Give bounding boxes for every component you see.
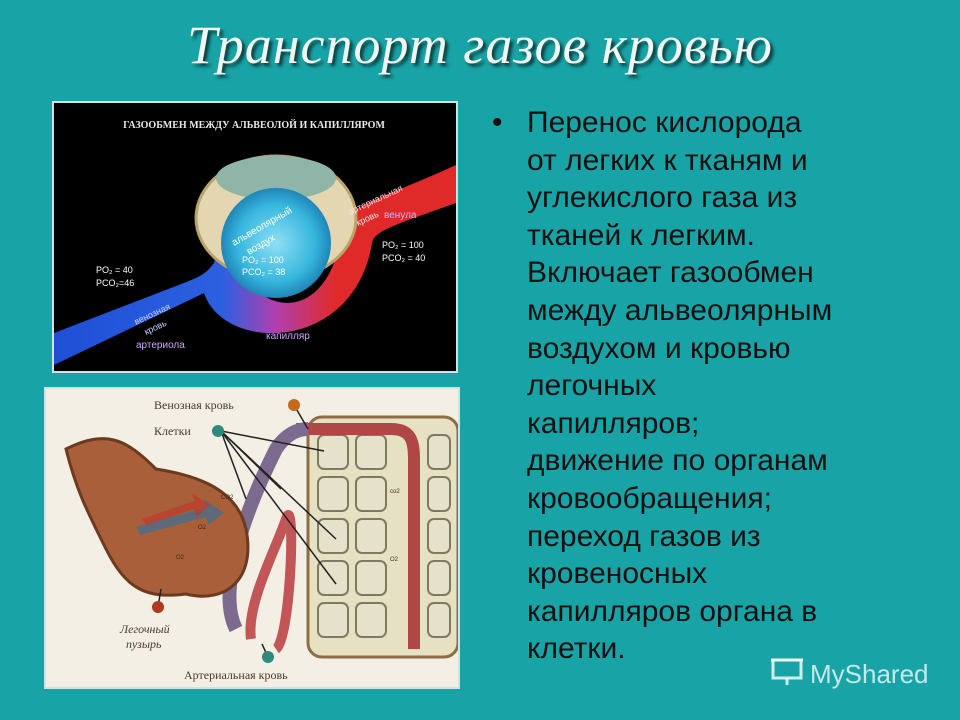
body-line: углекислого газа из — [527, 179, 832, 217]
figure-top-heading: ГАЗООБМЕН МЕЖДУ АЛЬВЕОЛОЙ И КАПИЛЛЯРОМ — [123, 119, 385, 131]
body-line: от легких к тканям и — [527, 142, 832, 180]
body-line: кровообращения; — [527, 480, 832, 518]
body-line: воздухом и кровью — [527, 330, 832, 368]
body-line: Перенос кислорода — [527, 104, 832, 142]
tissue-cells — [318, 435, 450, 637]
arterial-blood-caption: Артериальная кровь — [184, 668, 288, 682]
body-text: Перенос кислорода от легких к тканям и у… — [527, 104, 832, 668]
capillary-label: капилляр — [266, 331, 310, 342]
watermark[interactable]: MyShared — [770, 654, 929, 694]
body-line: тканей к легким. — [527, 217, 832, 255]
alveolus-capillary-figure: ГАЗООБМЕН МЕЖДУ АЛЬВЕОЛОЙ И КАПИЛЛЯРОМ а… — [52, 101, 458, 373]
slide-title: Транспорт газов кровью — [0, 14, 960, 76]
left-pco2: PCO₂=46 — [96, 278, 134, 288]
venous-pointer-dot — [288, 399, 300, 411]
center-po2: PO₂ = 100 — [242, 255, 284, 265]
right-po2: PO₂ = 100 — [382, 240, 424, 250]
cells-pointer-dot — [212, 425, 224, 437]
left-po2: PO₂ = 40 — [96, 265, 133, 275]
o2-label-c: O2 — [390, 557, 399, 563]
lung-vesicle-caption-2: пузырь — [126, 637, 162, 651]
body-line: капилляров органа в — [527, 593, 832, 631]
venule-label: венула — [384, 210, 417, 221]
body-line: между альвеолярным — [527, 292, 832, 330]
body-line: капилляров; — [527, 405, 832, 443]
center-pco2: PCO₂ = 38 — [242, 267, 285, 277]
presentation-icon — [770, 656, 804, 693]
right-pco2: PCO₂ = 40 — [382, 253, 425, 263]
co2-label-b: CO2 — [221, 495, 234, 501]
venous-blood-caption: Венозная кровь — [154, 398, 234, 412]
body-line: Включает газообмен — [527, 254, 832, 292]
lung-vesicle-caption: Легочный — [119, 622, 170, 636]
bullet-marker: • — [492, 104, 503, 142]
body-line: движение по органам — [527, 442, 832, 480]
cells-caption: Клетки — [154, 424, 191, 438]
co2-label: co2 — [390, 489, 400, 495]
o2-label-b: O2 — [176, 555, 185, 561]
arteriole-label: артериола — [136, 340, 185, 351]
arterial-pointer-dot — [262, 651, 274, 663]
lung-pointer-dot — [152, 601, 164, 613]
body-line: переход газов из — [527, 518, 832, 556]
body-line: легочных — [527, 367, 832, 405]
arterial-vessel — [250, 515, 291, 649]
tissue-exchange-figure: Венозная кровь Клетки Легочный пузырь Ар… — [44, 387, 460, 689]
body-line: кровеносных — [527, 555, 832, 593]
o2-label-a: O2 — [198, 525, 207, 531]
watermark-text: MyShared — [810, 659, 929, 690]
